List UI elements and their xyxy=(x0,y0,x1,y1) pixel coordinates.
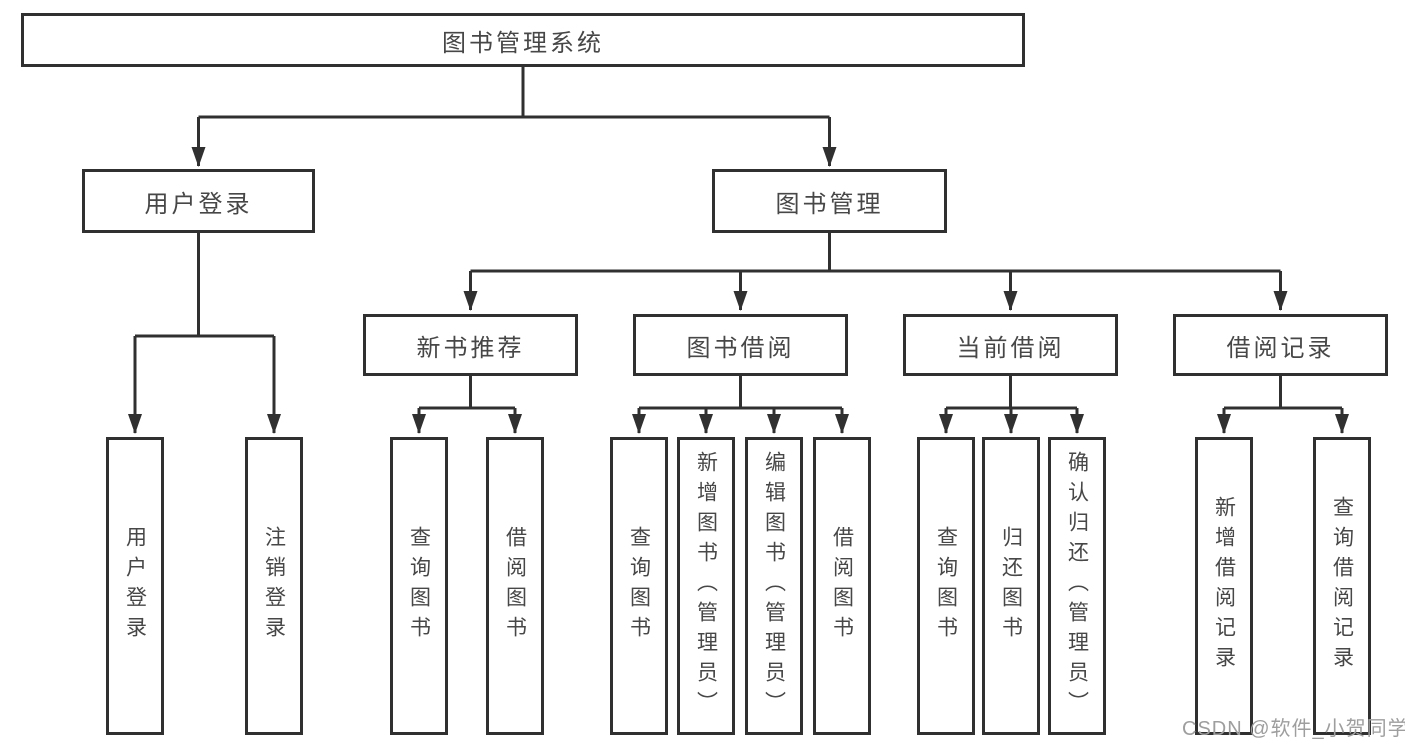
connector-book-management xyxy=(470,233,1281,273)
leaf-label: 归还图书 xyxy=(999,526,1023,646)
leaf-query-borrow-record: 查询借阅记录 xyxy=(1313,437,1371,735)
leaf-logout: 注销登录 xyxy=(245,437,303,735)
node-book-management: 图书管理 xyxy=(712,169,947,233)
leaf-user-login: 用户登录 xyxy=(106,437,164,735)
csdn-watermark: CSDN @软件_小贺同学 xyxy=(1182,718,1405,740)
leaf-user-login-label: 用户登录 xyxy=(123,526,147,646)
connector-current-borrow xyxy=(946,376,1077,410)
leaf-label: 查询图书 xyxy=(627,526,651,646)
node-book-borrow: 图书借阅 xyxy=(633,314,848,376)
leaf-label: 编辑图书（管理员） xyxy=(762,451,786,721)
connector-user-login xyxy=(135,233,274,338)
leaf-label: 查询借阅记录 xyxy=(1330,496,1354,676)
connector-borrow-record xyxy=(1224,376,1342,410)
leaf-query-books-current: 查询图书 xyxy=(917,437,975,735)
node-root-label: 图书管理系统 xyxy=(442,29,604,57)
leaf-query-books-borrow: 查询图书 xyxy=(610,437,668,735)
leaf-borrow-books-recommend: 借阅图书 xyxy=(486,437,544,735)
leaf-query-books-recommend: 查询图书 xyxy=(390,437,448,735)
leaf-add-borrow-record: 新增借阅记录 xyxy=(1195,437,1253,735)
leaf-confirm-return-admin: 确认归还（管理员） xyxy=(1048,437,1106,735)
connector-new-book xyxy=(419,376,515,410)
leaf-label: 新增借阅记录 xyxy=(1212,496,1236,676)
node-book-management-label: 图书管理 xyxy=(775,190,884,218)
node-borrow-record: 借阅记录 xyxy=(1173,314,1388,376)
node-user-login: 用户登录 xyxy=(82,169,315,233)
node-current-borrow: 当前借阅 xyxy=(903,314,1118,376)
leaf-label: 借阅图书 xyxy=(830,526,854,646)
leaf-add-books-admin: 新增图书（管理员） xyxy=(677,437,735,735)
leaf-return-books: 归还图书 xyxy=(982,437,1040,735)
connector-book-borrow xyxy=(639,376,842,410)
node-new-book-recommend-label: 新书推荐 xyxy=(416,334,525,362)
node-book-borrow-label: 图书借阅 xyxy=(686,334,795,362)
leaf-edit-books-admin: 编辑图书（管理员） xyxy=(745,437,803,735)
connector-root xyxy=(198,67,830,119)
leaf-label: 借阅图书 xyxy=(503,526,527,646)
node-new-book-recommend: 新书推荐 xyxy=(363,314,578,376)
node-borrow-record-label: 借阅记录 xyxy=(1226,334,1335,362)
leaf-logout-label: 注销登录 xyxy=(262,526,286,646)
node-current-borrow-label: 当前借阅 xyxy=(956,334,1065,362)
leaf-label: 查询图书 xyxy=(407,526,431,646)
leaf-label: 确认归还（管理员） xyxy=(1065,451,1089,721)
leaf-borrow-books: 借阅图书 xyxy=(813,437,871,735)
node-user-login-label: 用户登录 xyxy=(144,190,253,218)
leaf-label: 查询图书 xyxy=(934,526,958,646)
node-root: 图书管理系统 xyxy=(21,13,1025,67)
leaf-label: 新增图书（管理员） xyxy=(694,451,718,721)
